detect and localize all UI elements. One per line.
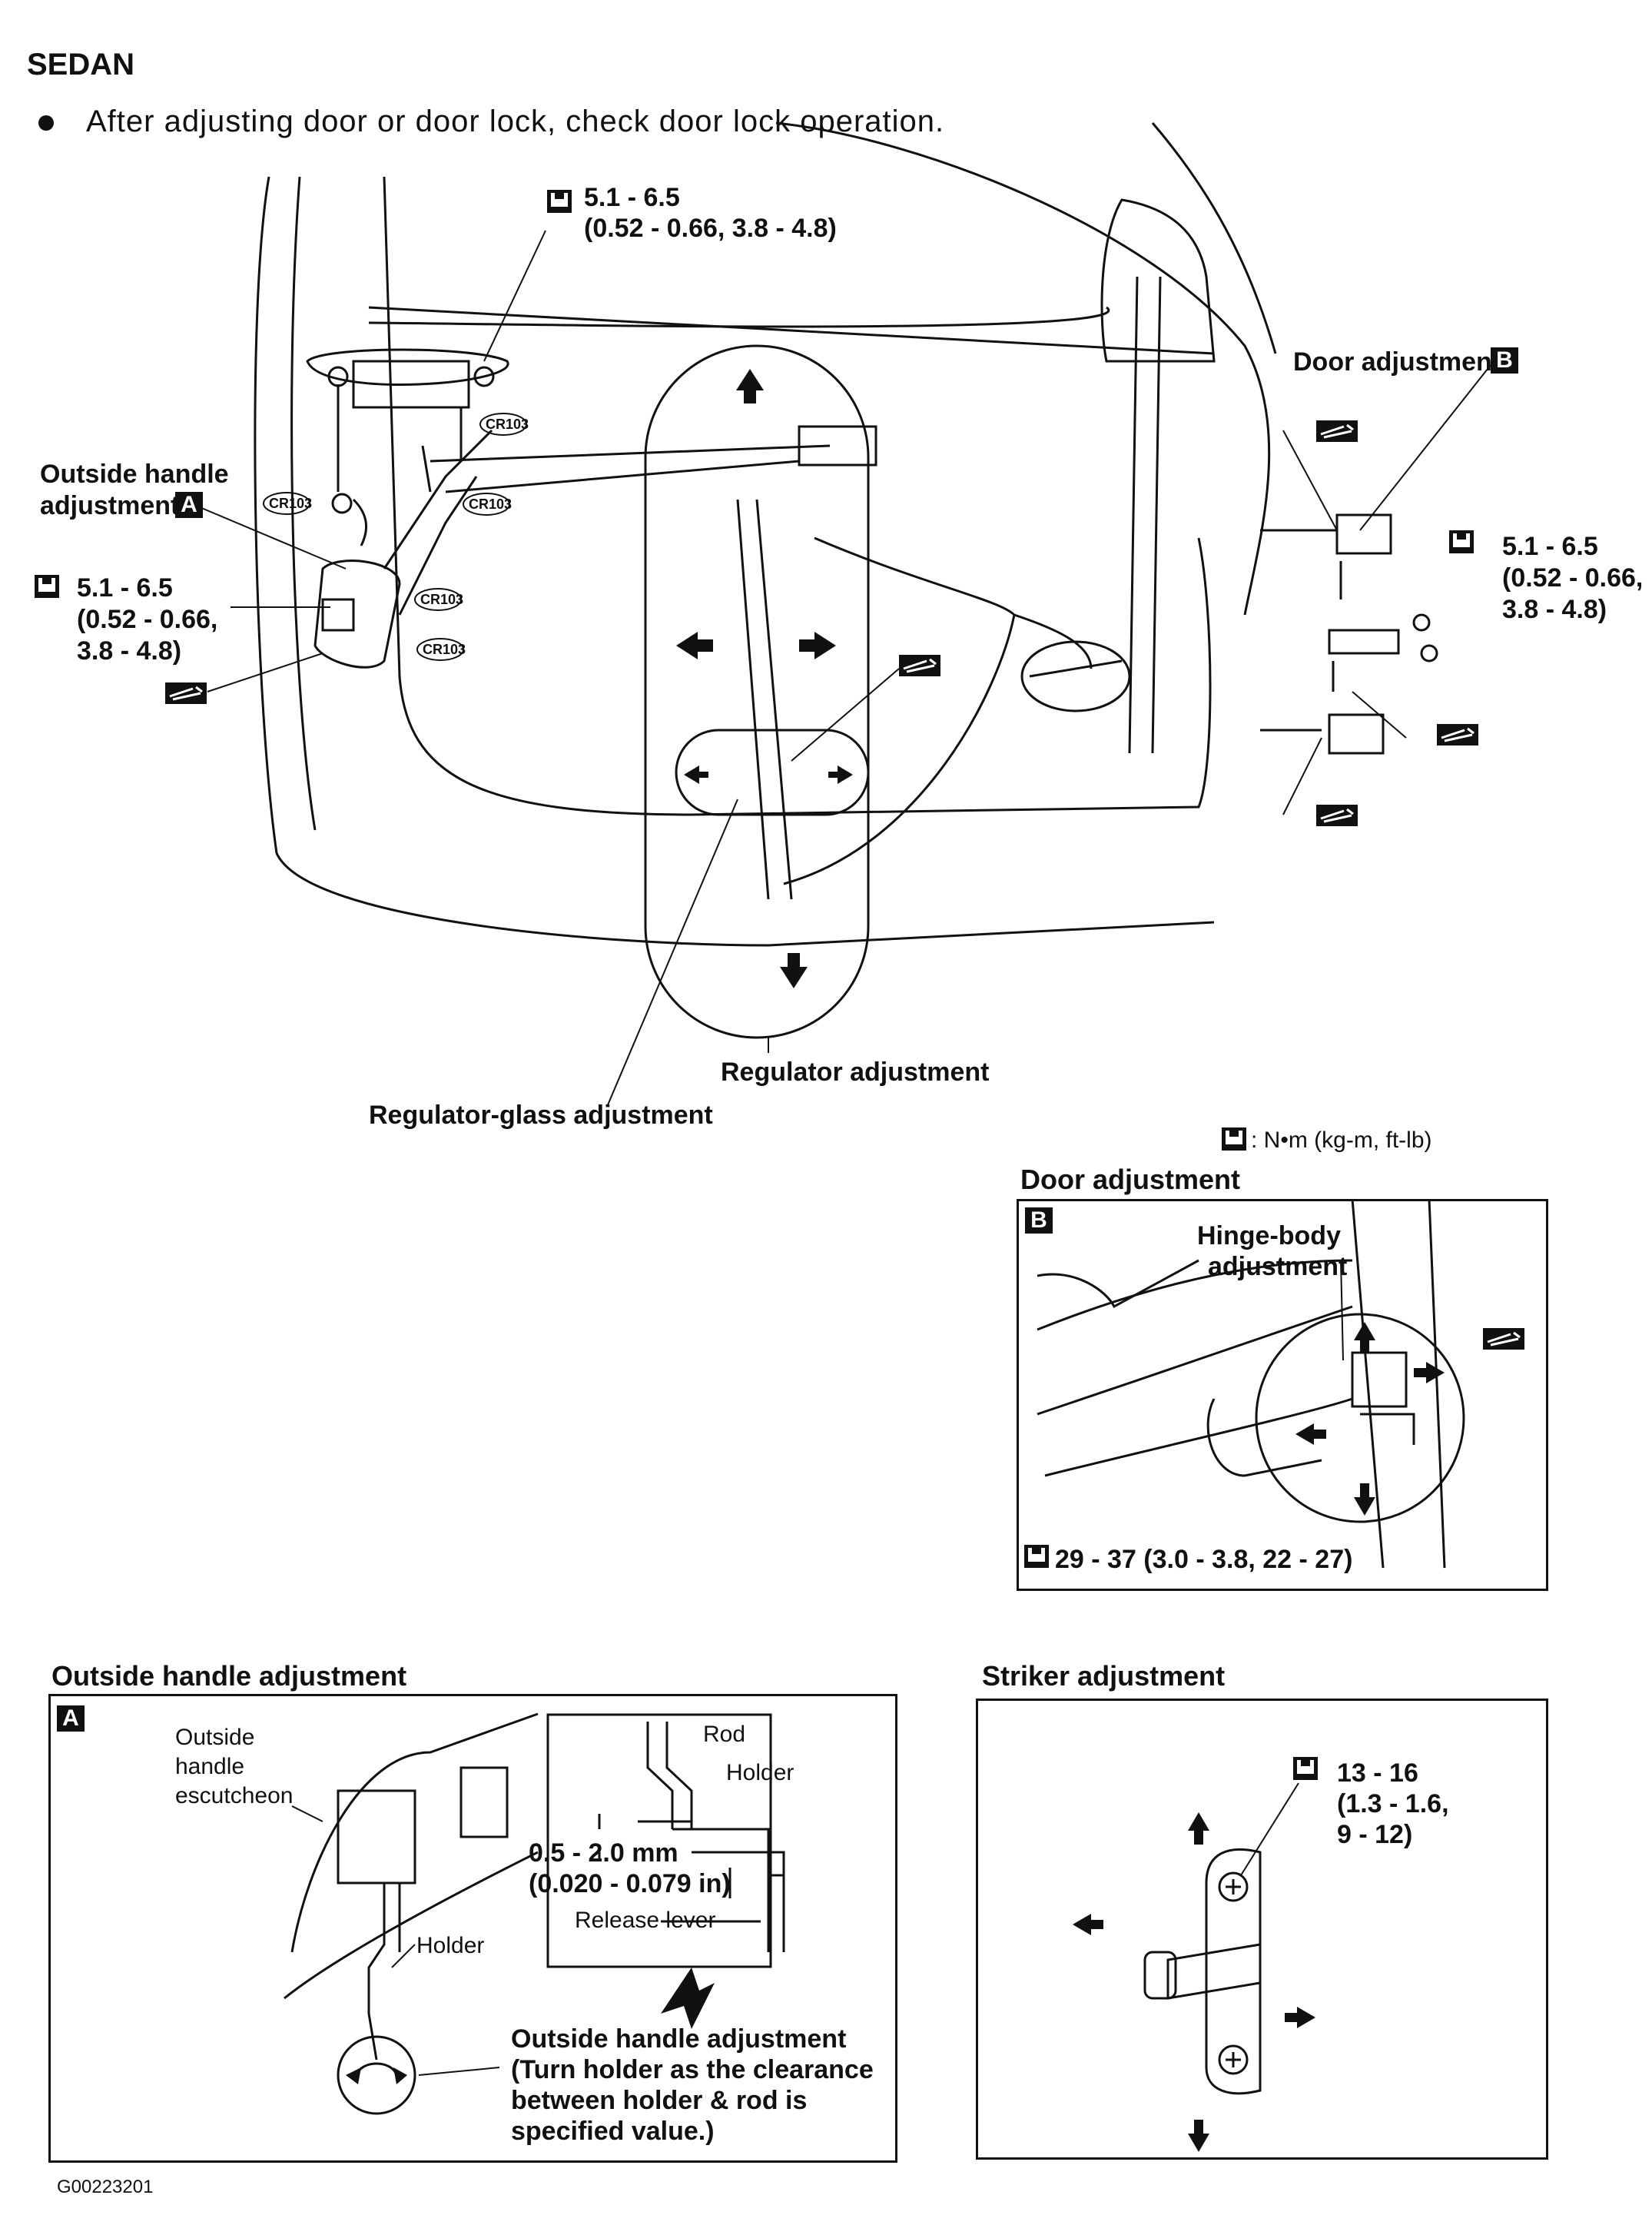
outside-panel-arrows [346,1968,715,2084]
door-adjustment-label: Door adjustment [1293,347,1501,377]
grease-icon-right-bottom [1315,803,1359,828]
regulator-adjustment-label: Regulator adjustment [721,1058,990,1087]
torque-right-sub-1: (0.52 - 0.66, [1502,563,1644,593]
escutcheon-label-2: handle [175,1754,245,1779]
outside-note-2: (Turn holder as the clearance [511,2055,874,2084]
grease-icon-center [897,653,942,678]
door-adjustment-panel: B [1017,1199,1548,1591]
regulator-glass-adjustment-label: Regulator-glass adjustment [369,1101,713,1130]
hinge-parts-right [1328,513,1438,755]
striker-torque-3: 9 - 12) [1337,1820,1413,1849]
outside-handle-label: Outside handle [40,460,229,489]
cr103-label: CR103 [269,496,313,511]
regulator-glass-oval [675,729,870,816]
striker-adjustment-panel [976,1699,1548,2160]
striker-torque: 13 - 16 [1337,1758,1418,1788]
outside-note-1: Outside handle adjustment [511,2024,847,2054]
hinge-body-label: Hinge-body [1197,1221,1341,1250]
cr103-label: CR103 [469,496,513,512]
adjust-arrows-main [676,369,853,988]
torque-top-value: 5.1 - 6.5 [584,183,680,212]
clearance-in: (0.020 - 0.079 in) [529,1869,731,1898]
door-panel-arrows [1295,1322,1445,1516]
door-outline [254,121,1337,947]
outside-panel-title: Outside handle adjustment [51,1660,407,1692]
tag-a-main: A [175,492,203,518]
bullet-dot [38,115,54,131]
escutcheon-label-3: escutcheon [175,1783,294,1808]
torque-right-sub-2: 3.8 - 4.8) [1502,595,1607,624]
outside-note-4: specified value.) [511,2117,715,2146]
outside-panel-leaders [291,1805,500,2076]
striker-panel-title: Striker adjustment [982,1660,1226,1692]
hinge-body-label-2: adjustment [1208,1252,1348,1281]
striker-torque-2: (1.3 - 1.6, [1337,1789,1449,1818]
wrench-icon-top [547,190,572,213]
outside-handle-panel: A [48,1694,897,2163]
wrench-icon-left [35,575,59,598]
wrench-icon-legend [1222,1127,1246,1151]
door-panel-torque: 29 - 37 (3.0 - 3.8, 22 - 27) [1055,1545,1353,1574]
leader-lines-main [199,230,1491,1108]
unit-legend: : N•m (kg-m, ft-lb) [1251,1127,1432,1153]
striker-panel-art [1143,1848,1262,2095]
door-panel-title: Door adjustment [1020,1164,1241,1195]
outside-handle-label-2: adjustment [40,491,180,520]
outside-note-3: between holder & rod is [511,2086,808,2115]
escutcheon-label: Outside [175,1725,255,1750]
torque-left-value: 5.1 - 6.5 [77,573,173,603]
page-title: SEDAN [27,48,135,81]
cr103-ovals [263,413,527,661]
grease-icon-left [164,681,208,706]
holder-label: Holder [416,1933,485,1958]
torque-left-sub-1: (0.52 - 0.66, [77,605,218,634]
outside-panel-art [284,1712,785,2115]
release-lever-label: Release lever [575,1908,716,1933]
torque-top-sub: (0.52 - 0.66, 3.8 - 4.8) [584,214,837,243]
striker-panel-arrows [1073,1812,1315,2152]
tag-b-main: B [1491,347,1518,374]
wrench-icon-right [1449,530,1474,553]
tag-a-panel: A [57,1705,85,1732]
hinge-leader [1340,1260,1344,1361]
grease-icon-right-mid [1435,722,1480,747]
cr103-label: CR103 [420,592,464,607]
inset-holder-label: Holder [726,1760,794,1785]
torque-right-value: 5.1 - 6.5 [1502,532,1598,561]
cr103-label: CR103 [423,642,466,657]
door-panel-art [1037,1198,1465,1569]
clearance-mm: 0.5 - 2.0 mm [529,1838,678,1868]
torque-left-sub-2: 3.8 - 4.8) [77,636,182,666]
striker-leader [1240,1782,1299,1876]
regulator-oval [644,344,870,1039]
rod-label: Rod [703,1722,746,1747]
cr103-label: CR103 [486,417,529,432]
tag-b-panel: B [1025,1207,1053,1234]
grease-icon-right-top [1315,419,1359,443]
figure-code: G00223201 [57,2177,154,2197]
header-note: After adjusting door or door lock, check… [86,105,945,138]
